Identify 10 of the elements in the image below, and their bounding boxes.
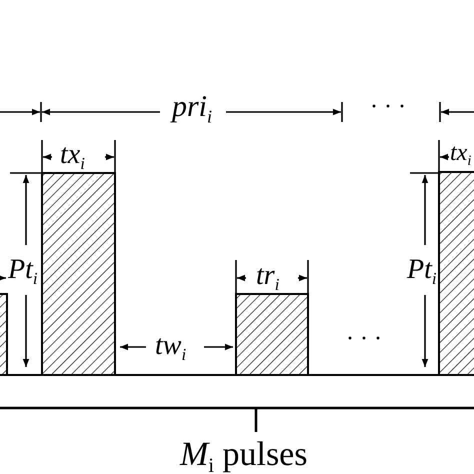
- dimension-label: tw$_{i}$: [155, 332, 186, 364]
- caption-text: M$_{i}$ pulses: [180, 438, 308, 474]
- dimension-label: Pt$_{i}$: [407, 256, 437, 288]
- dimension-label: tr$_{i}$: [256, 262, 280, 294]
- dimension-label: Pt$_{i}$: [8, 256, 38, 288]
- ellipsis-text: · · ·: [346, 327, 382, 351]
- dimension-label: tx$_{i}$: [450, 141, 472, 168]
- ellipsis-text: · · ·: [370, 95, 406, 119]
- dimension-label: tx$_{i}$: [60, 141, 85, 173]
- dimension-label: pri$_{i}$: [172, 92, 212, 126]
